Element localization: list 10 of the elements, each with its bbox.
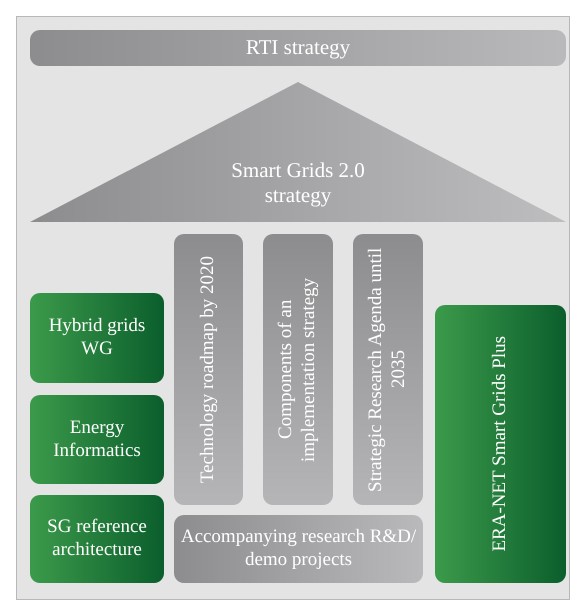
- working-group-box: SG reference architecture: [30, 495, 164, 583]
- programme-box: ERA-NET Smart Grids Plus: [435, 305, 566, 583]
- pillar: Strategic Research Agenda until 2035: [353, 234, 423, 505]
- working-group-box: Hybrid grids WG: [30, 293, 164, 383]
- strategy-bar: RTI strategy: [30, 30, 566, 66]
- roof-title: Smart Grids 2.0 strategy: [230, 158, 366, 208]
- working-group-box: Energy Informatics: [30, 395, 164, 484]
- foundation-box: Accompanying research R&D/ demo projects: [174, 515, 423, 583]
- pillar: Components of an implementation strategy: [263, 234, 333, 505]
- pillar: Technology roadmap by 2020: [174, 234, 243, 505]
